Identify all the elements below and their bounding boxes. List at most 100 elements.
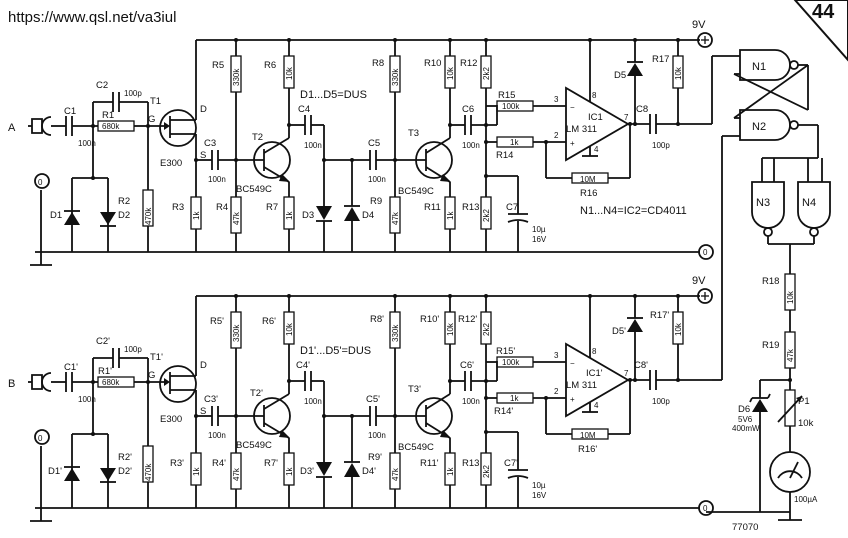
r14-label: R14' — [494, 406, 513, 417]
r7-label: R7 — [266, 202, 278, 213]
t1-label: T1 — [150, 96, 161, 107]
c1-label: C1 — [64, 106, 76, 117]
r7-label: R7' — [264, 458, 278, 469]
r14-label: R14 — [496, 150, 513, 161]
r9-value: 47k — [391, 211, 400, 225]
r13-value: 2k2 — [482, 465, 491, 478]
r9-value: 47k — [391, 467, 400, 481]
r10-label: R10' — [420, 314, 439, 325]
ic-type: LM 311 — [566, 380, 597, 391]
pin8-label: 8 — [592, 91, 597, 100]
r7-value: 1k — [285, 467, 294, 476]
r18-value: 10k — [786, 290, 795, 304]
r2-label: R2 — [118, 196, 130, 207]
ic-type: LM 311 — [566, 124, 597, 135]
c2-label: C2' — [96, 336, 110, 347]
r6-value: 10k — [285, 66, 294, 80]
r17-label: R17' — [650, 310, 669, 321]
g-pin: G — [148, 114, 155, 125]
c6-value: 100n — [462, 141, 480, 150]
n1-label: N1 — [752, 61, 766, 73]
ground-mark-right: 0 — [703, 248, 708, 257]
r10-value: 10k — [446, 322, 455, 336]
t2-label: T2 — [252, 132, 263, 143]
r12-label: R12' — [458, 314, 477, 325]
t1-type: E300 — [160, 158, 182, 169]
d2-label: D2 — [118, 210, 130, 221]
d4-label: D4' — [362, 466, 376, 477]
ic-minus: − — [570, 359, 575, 368]
t2-type: BC549C — [236, 184, 272, 195]
pin8-label: 8 — [592, 347, 597, 356]
r15-label: R15' — [496, 346, 515, 357]
r3-label: R3' — [170, 458, 184, 469]
ic-minus: − — [570, 103, 575, 112]
d5-label: D5 — [614, 70, 626, 81]
r6-value: 10k — [285, 322, 294, 336]
r18-label: R18 — [762, 276, 779, 287]
c8-label: C8 — [636, 104, 648, 115]
r2-label: R2' — [118, 452, 132, 463]
r16-label: R16' — [578, 444, 597, 455]
c6-value: 100n — [462, 397, 480, 406]
c6-label: C6 — [462, 104, 474, 115]
r1-value: 680k — [102, 122, 120, 131]
ground-mark: 0 — [38, 178, 43, 187]
c4-label: C4 — [298, 104, 310, 115]
logic-section: N1 N2 N3 N4 R18 10k R19 47k P1 10k D6 5V… — [703, 49, 831, 533]
c5-value: 100n — [368, 175, 386, 184]
r3-label: R3 — [172, 202, 184, 213]
r9-label: R9' — [368, 452, 382, 463]
n2-label: N2 — [752, 121, 766, 133]
r8-label: R8' — [370, 314, 384, 325]
ground-mark-bottom-right: 0 — [703, 504, 708, 513]
r16-value: 10M — [580, 175, 596, 184]
c4-value: 100n — [304, 397, 322, 406]
r11-label: R11' — [420, 458, 439, 469]
r15-label: R15 — [498, 90, 515, 101]
c4-label: C4' — [296, 360, 310, 371]
pin4-label: 4 — [594, 401, 599, 410]
r14-value: 1k — [510, 394, 519, 403]
r5-label: R5' — [210, 316, 224, 327]
input-a-label: A — [8, 122, 16, 134]
p1-value: 10k — [798, 418, 814, 429]
c2-label: C2 — [96, 80, 108, 91]
r13-label: R13 — [462, 202, 479, 213]
c3-label: C3 — [204, 138, 216, 149]
c4-value: 100n — [304, 141, 322, 150]
d2-label: D2' — [118, 466, 132, 477]
r4-label: R4' — [212, 458, 226, 469]
ic-note: N1...N4=IC2=CD4011 — [580, 205, 687, 217]
r12-value: 2k2 — [482, 67, 491, 80]
r4-value: 47k — [232, 467, 241, 481]
d3-label: D3' — [300, 466, 314, 477]
r17-value: 10k — [674, 322, 683, 336]
r15-value: 100k — [502, 102, 520, 111]
p1-label: P1 — [798, 396, 810, 407]
t3-type: BC549C — [398, 186, 434, 197]
r8-value: 330k — [391, 68, 400, 86]
r15-value: 100k — [502, 358, 520, 367]
t2-type: BC549C — [236, 440, 272, 451]
r17-label: R17 — [652, 54, 669, 65]
pin3-label: 3 — [554, 351, 559, 360]
c7-voltage: 16V — [532, 491, 547, 500]
r13-value: 2k2 — [482, 209, 491, 222]
c3-value: 100n — [208, 431, 226, 440]
pin7-label: 7 — [624, 113, 629, 122]
c3-value: 100n — [208, 175, 226, 184]
r4-label: R4 — [216, 202, 228, 213]
r6-label: R6 — [264, 60, 276, 71]
input-b-label: B — [8, 378, 15, 390]
r8-value: 330k — [391, 324, 400, 342]
t1-label: T1' — [150, 352, 163, 363]
c7-label: C7' — [504, 458, 518, 469]
r8-label: R8 — [372, 58, 384, 69]
d4-label: D4 — [362, 210, 374, 221]
c1-value: 100n — [78, 395, 96, 404]
c7-voltage: 16V — [532, 235, 547, 244]
r13-label: R13 — [462, 458, 479, 469]
c8-value: 100p — [652, 141, 670, 150]
